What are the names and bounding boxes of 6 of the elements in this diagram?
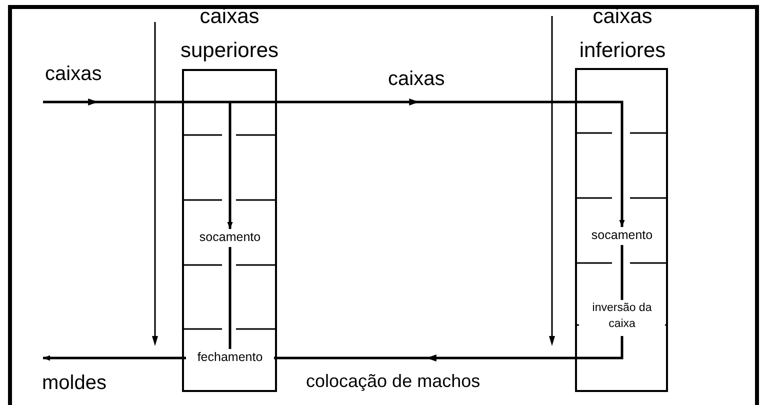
flow-label: caixas [45, 62, 102, 86]
column-heading: caixas superiores [179, 4, 280, 64]
column-heading: caixas inferiores [578, 4, 667, 64]
edge-label: moldes [42, 371, 106, 395]
flow-label: caixas [388, 67, 445, 91]
edge-label: colocação de machos [306, 370, 480, 393]
